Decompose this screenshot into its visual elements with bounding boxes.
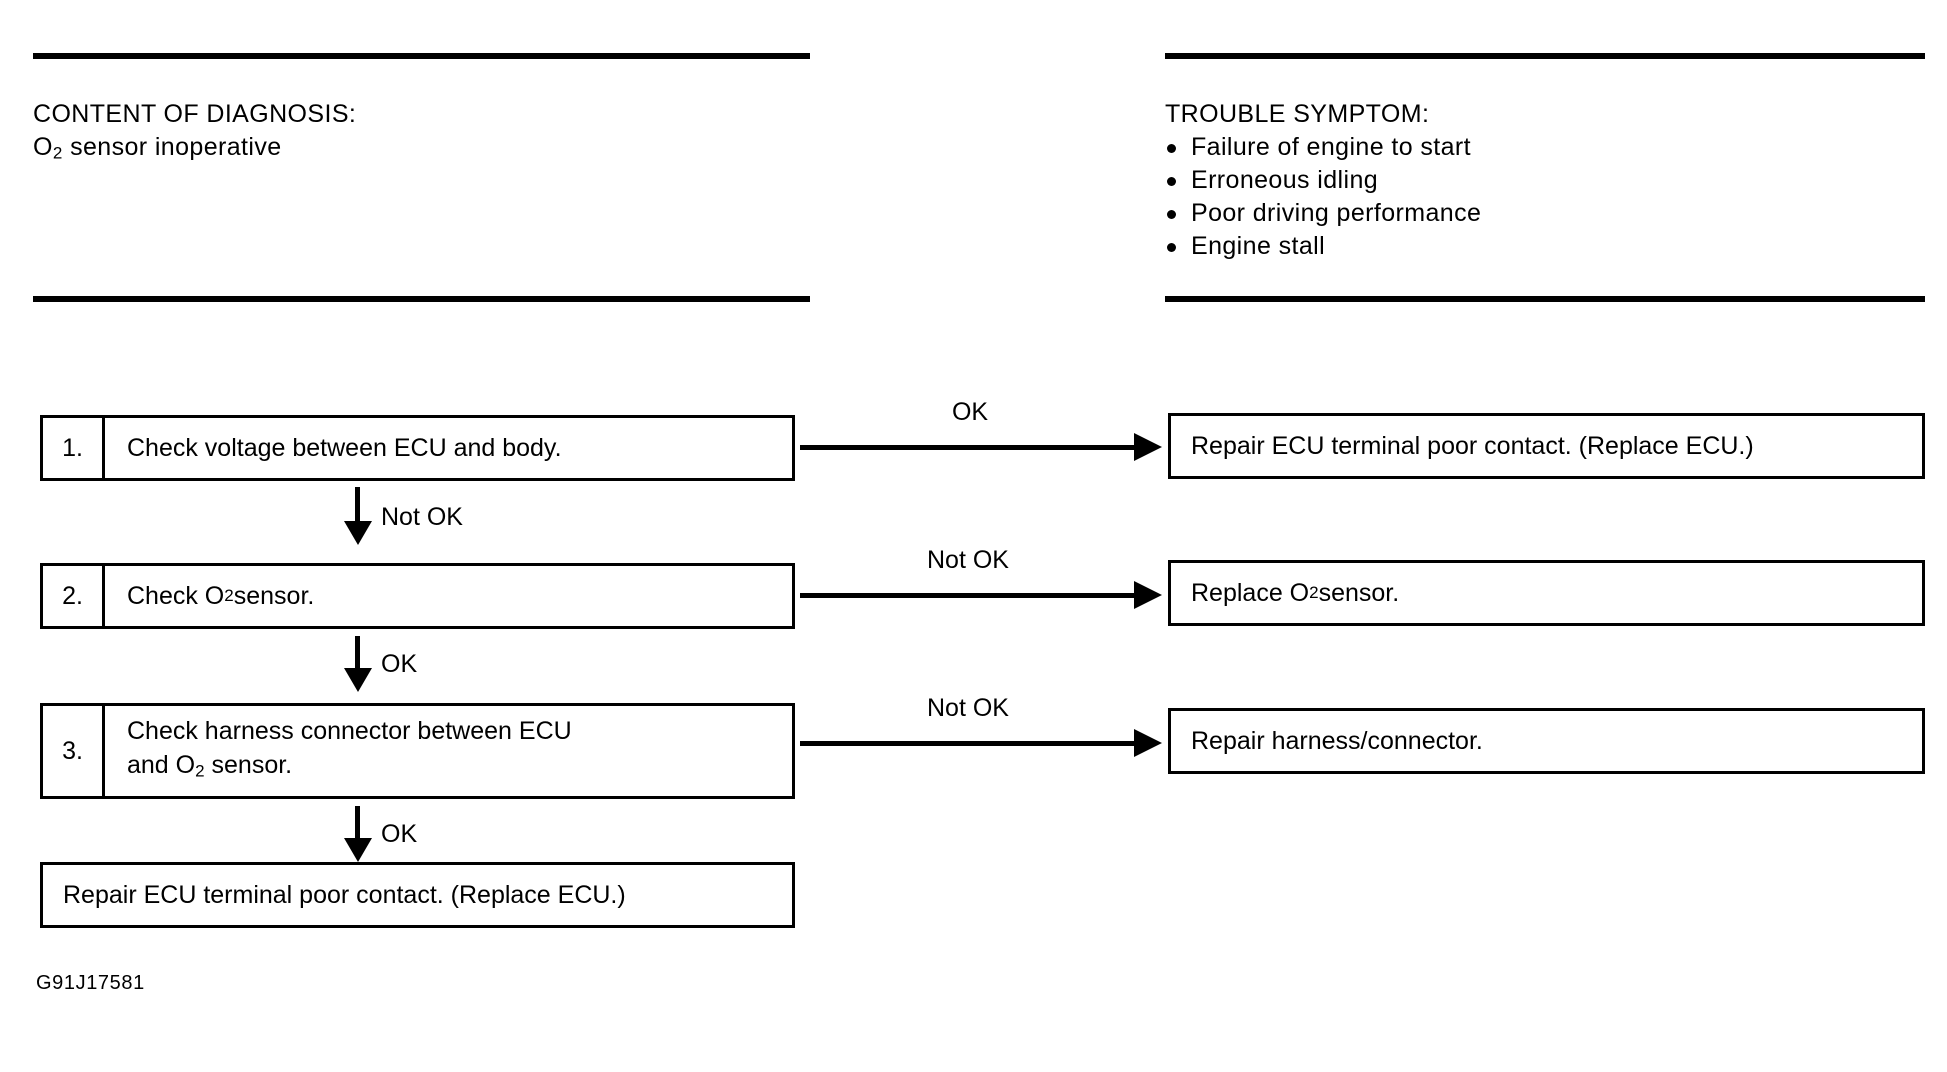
arrow-head-icon bbox=[344, 668, 372, 692]
bullet-icon bbox=[1167, 177, 1176, 186]
figure-id-label: G91J17581 bbox=[36, 972, 145, 994]
branch-label-not-ok: Not OK bbox=[927, 546, 1009, 574]
step-text-3: Check harness connector between ECU and … bbox=[105, 706, 792, 796]
diagnosis-value-rest: sensor inoperative bbox=[62, 133, 282, 161]
arrow-head-icon bbox=[1134, 581, 1162, 609]
step-number-1: 1. bbox=[43, 418, 105, 478]
arrow-shaft bbox=[355, 636, 360, 672]
result2-text-rest: sensor. bbox=[1318, 579, 1400, 607]
step2-text-rest: sensor. bbox=[233, 582, 315, 610]
down-arrow-step1-to-step2: Not OK bbox=[337, 487, 463, 549]
step3-text-line1: Check harness connector between ECU bbox=[127, 716, 572, 745]
arrow-shaft bbox=[355, 487, 360, 525]
arrow-head-icon bbox=[344, 521, 372, 545]
content-of-diagnosis-value: O2 sensor inoperative bbox=[33, 131, 356, 170]
step-text-1: Check voltage between ECU and body. bbox=[127, 434, 562, 462]
branch-label-not-ok: Not OK bbox=[927, 694, 1009, 722]
list-item: Poor driving performance bbox=[1165, 197, 1481, 230]
arrow-shaft bbox=[800, 445, 1134, 450]
flow-step-1-box: 1. Check voltage between ECU and body. bbox=[40, 415, 795, 481]
diagnosis-value-subscript: 2 bbox=[52, 143, 63, 163]
down-arrow-step2-to-step3: OK bbox=[337, 636, 417, 696]
branch-arrow-step1-to-result1: OK bbox=[800, 398, 1162, 468]
header-rule-left-top bbox=[33, 53, 810, 59]
arrow-head-icon bbox=[1134, 729, 1162, 757]
arrow-label-ok: OK bbox=[381, 820, 418, 848]
header-rule-right-bottom bbox=[1165, 296, 1925, 302]
branch-label-ok: OK bbox=[951, 398, 989, 426]
result-box-3: Repair harness/connector. bbox=[1168, 708, 1925, 774]
list-item: Erroneous idling bbox=[1165, 164, 1481, 197]
result-text-3: Repair harness/connector. bbox=[1191, 727, 1483, 755]
arrow-shaft bbox=[355, 806, 360, 842]
bullet-icon bbox=[1167, 243, 1176, 252]
result-box-1: Repair ECU terminal poor contact. (Repla… bbox=[1168, 413, 1925, 479]
step3-line2-rest: sensor. bbox=[204, 750, 293, 779]
branch-arrow-step3-to-result3: Not OK bbox=[800, 694, 1162, 764]
result2-text-prefix: Replace O bbox=[1191, 579, 1310, 607]
step-number-2: 2. bbox=[43, 566, 105, 626]
step2-text-prefix: Check O bbox=[127, 582, 225, 610]
content-of-diagnosis-block: CONTENT OF DIAGNOSIS: O2 sensor inoperat… bbox=[33, 98, 356, 170]
header-rule-left-bottom bbox=[33, 296, 810, 302]
trouble-symptom-title: TROUBLE SYMPTOM: bbox=[1165, 100, 1430, 128]
diagnosis-value-prefix: O bbox=[33, 133, 53, 161]
down-arrow-step3-to-final: OK bbox=[337, 806, 417, 866]
symptom-label: Failure of engine to start bbox=[1191, 133, 1471, 161]
symptom-label: Poor driving performance bbox=[1191, 199, 1482, 227]
arrow-shaft bbox=[800, 593, 1134, 598]
step-number-3: 3. bbox=[43, 706, 105, 796]
list-item: Engine stall bbox=[1165, 230, 1481, 263]
final-result-box: Repair ECU terminal poor contact. (Repla… bbox=[40, 862, 795, 928]
content-of-diagnosis-title: CONTENT OF DIAGNOSIS: bbox=[33, 100, 357, 128]
step2-text-subscript: 2 bbox=[224, 586, 234, 605]
trouble-symptom-block: TROUBLE SYMPTOM: Failure of engine to st… bbox=[1165, 98, 1481, 263]
trouble-symptom-list: Failure of engine to start Erroneous idl… bbox=[1165, 131, 1481, 263]
result2-text-subscript: 2 bbox=[1309, 583, 1319, 602]
arrow-label-not-ok: Not OK bbox=[381, 503, 463, 531]
step3-line2-subscript: 2 bbox=[195, 761, 205, 781]
arrow-head-icon bbox=[344, 838, 372, 862]
final-result-text: Repair ECU terminal poor contact. (Repla… bbox=[63, 881, 626, 909]
symptom-label: Engine stall bbox=[1191, 232, 1326, 260]
symptom-label: Erroneous idling bbox=[1191, 166, 1379, 194]
result-text-1: Repair ECU terminal poor contact. (Repla… bbox=[1191, 432, 1754, 460]
branch-arrow-step2-to-result2: Not OK bbox=[800, 546, 1162, 616]
flow-step-3-box: 3. Check harness connector between ECU a… bbox=[40, 703, 795, 799]
bullet-icon bbox=[1167, 144, 1176, 153]
bullet-icon bbox=[1167, 210, 1176, 219]
step3-line2-prefix: and O bbox=[127, 750, 196, 779]
header-rule-right-top bbox=[1165, 53, 1925, 59]
arrow-shaft bbox=[800, 741, 1134, 746]
arrow-head-icon bbox=[1134, 433, 1162, 461]
arrow-label-ok: OK bbox=[381, 650, 418, 678]
list-item: Failure of engine to start bbox=[1165, 131, 1481, 164]
